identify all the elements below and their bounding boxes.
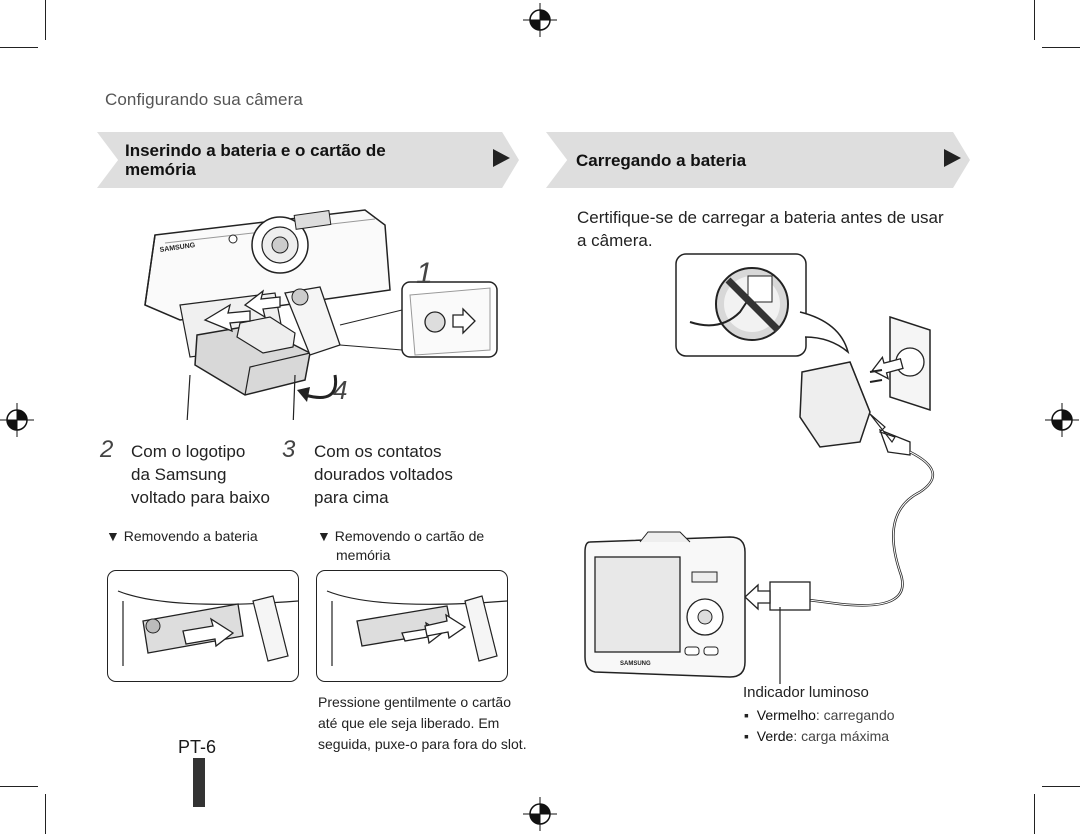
bullet-icon: ▪	[744, 707, 757, 723]
step-1-label: 1	[416, 257, 433, 290]
press-note-line: até que ele seja liberado. Em	[318, 715, 500, 731]
step-2-text: Com o logotipo da Samsung voltado para b…	[131, 440, 270, 509]
indicator-green-label: Verde	[756, 728, 794, 744]
crop-mark	[45, 0, 46, 40]
remove-battery-label: ▼ Removendo a bateria	[106, 528, 258, 544]
crop-mark	[45, 794, 46, 834]
registration-mark-icon	[0, 403, 34, 437]
crop-mark	[1042, 786, 1080, 787]
registration-mark-icon	[1045, 403, 1079, 437]
page-number: PT-6	[178, 737, 217, 757]
step-2-number: 2	[100, 436, 114, 463]
step-2-line: voltado para baixo	[131, 488, 270, 507]
step-3-text: Com os contatos dourados voltados para c…	[314, 440, 453, 509]
crop-mark	[1042, 47, 1080, 48]
charge-intro: Certifique-se de carregar a bateria ante…	[577, 206, 944, 252]
section-title: Configurando sua câmera	[105, 90, 303, 109]
banner-title-line1: Inserindo a bateria e o cartão de	[125, 141, 386, 160]
indicator-green-desc: : carga máxima	[793, 728, 890, 744]
step-3-line: para cima	[314, 488, 389, 507]
indicator-red-label: Vermelho	[756, 707, 816, 723]
remove-battery-illustration	[107, 570, 299, 682]
banner-title: Carregando a bateria	[576, 151, 747, 170]
registration-mark-icon	[523, 3, 557, 37]
indicator-red-item: ▪ Vermelho: carregando	[744, 706, 895, 725]
charge-intro-line: Certifique-se de carregar a bateria ante…	[577, 208, 944, 227]
arrow-right-icon	[944, 149, 961, 167]
samsung-logo: SAMSUNG	[620, 661, 651, 667]
samsung-logo: SAMSUNG	[159, 242, 196, 254]
press-note-line: Pressione gentilmente o cartão	[318, 694, 511, 710]
camera-charging-illustration: SAMSUNG	[584, 253, 935, 684]
bullet-icon: ▪	[744, 728, 757, 744]
step-3-line: dourados voltados	[314, 465, 453, 484]
step-3-number: 3	[282, 436, 296, 463]
indicator-green-item: ▪ Verde: carga máxima	[744, 727, 889, 746]
indicator-red-desc: : carregando	[815, 707, 895, 723]
charge-intro-line: a câmera.	[577, 231, 653, 250]
crop-mark	[0, 786, 38, 787]
press-note-line: seguida, puxe-o para fora do slot.	[318, 736, 527, 752]
arrow-right-icon	[493, 149, 510, 167]
page-tab-marker	[193, 758, 205, 807]
indicator-title: Indicador luminoso	[743, 684, 869, 701]
remove-card-line: memória	[336, 547, 391, 563]
banner-insert-battery: Inserindo a bateria e o cartão de memóri…	[97, 132, 519, 188]
registration-mark-icon	[523, 797, 557, 831]
remove-card-illustration	[316, 570, 508, 682]
crop-mark	[1034, 0, 1035, 40]
step-3-line: Com os contatos	[314, 442, 442, 461]
step-2-line: da Samsung	[131, 465, 227, 484]
step-2-line: Com o logotipo	[131, 442, 246, 461]
step-4-label: 4	[333, 375, 348, 405]
press-note: Pressione gentilmente o cartão até que e…	[318, 692, 527, 755]
remove-card-label: ▼ Removendo o cartão de memória	[317, 527, 484, 565]
banner-title-line2: memória	[125, 160, 196, 179]
crop-mark	[1034, 794, 1035, 834]
banner-charge-battery: Carregando a bateria	[546, 132, 970, 188]
camera-battery-insertion-illustration: SAMSUNG	[144, 209, 498, 420]
crop-mark	[0, 47, 38, 48]
remove-card-line: ▼ Removendo o cartão de	[317, 528, 485, 544]
